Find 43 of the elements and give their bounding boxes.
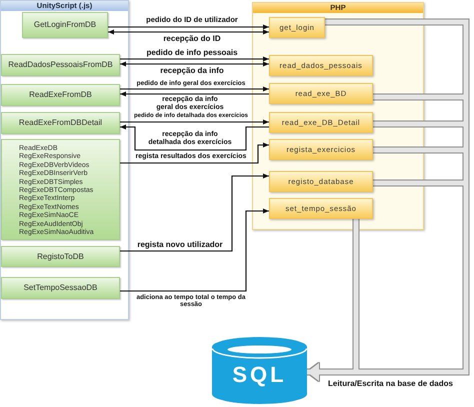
arrow — [120, 86, 269, 92]
script-box — [269, 198, 373, 219]
arrow — [108, 24, 269, 30]
function-name: ReadExeFromDB — [29, 90, 92, 100]
pipe — [373, 94, 464, 100]
function-name: ReadDadosPessoaisFromDB — [8, 60, 113, 70]
edge-label: pedido de info pessoais — [145, 48, 239, 58]
arrow — [120, 174, 269, 252]
pipe — [373, 122, 464, 126]
function-box — [1, 277, 120, 299]
note-text: Leitura/Escrita na base de dados — [328, 379, 454, 388]
arrow — [120, 208, 269, 292]
script-box — [269, 83, 373, 104]
function-name: RegistoToDB — [37, 252, 84, 262]
script-box — [269, 17, 325, 38]
arrow — [120, 56, 269, 62]
arrow — [120, 120, 269, 124]
arrow — [120, 124, 269, 151]
function-box — [22, 12, 108, 38]
edge-label: recepção da info — [159, 66, 225, 76]
database-label: SQL — [232, 364, 287, 386]
arrow — [120, 92, 269, 96]
function-box — [1, 112, 120, 134]
panel — [252, 2, 424, 230]
pipe — [373, 180, 464, 186]
arrow — [108, 30, 269, 34]
function-name: GetLoginFromDB — [34, 20, 96, 30]
script-box — [269, 112, 373, 133]
arrow — [120, 142, 269, 164]
edge-label: regista novo utilizador — [136, 240, 224, 250]
arrow — [120, 62, 269, 66]
edge-label: recepção do ID — [162, 34, 222, 44]
panel — [0, 0, 129, 320]
script-box — [269, 171, 373, 192]
function-box — [1, 246, 120, 267]
function-name: SetTempoSessaoDB — [24, 283, 98, 293]
function-box — [1, 54, 120, 76]
script-box — [269, 139, 373, 160]
function-list-box — [1, 139, 120, 240]
function-name: ReadExeFromDBDetail — [18, 118, 102, 128]
pipe — [373, 148, 464, 152]
function-box — [1, 84, 120, 106]
script-box — [269, 55, 373, 76]
